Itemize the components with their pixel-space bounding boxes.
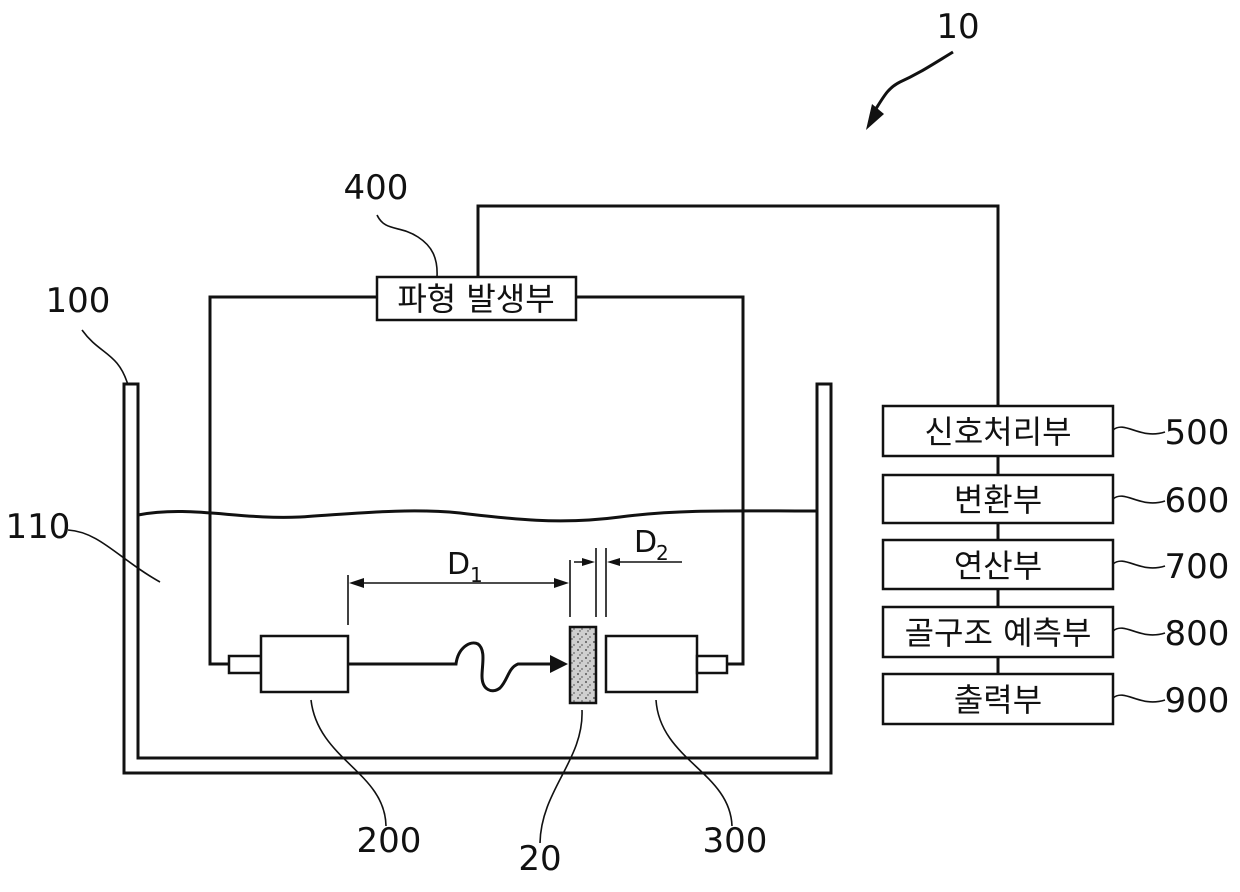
transmitter-body (261, 636, 348, 692)
transmitter-connector (229, 656, 261, 673)
d1-label: D (447, 547, 470, 582)
transmitter-leader (311, 700, 386, 826)
receiver-body (606, 636, 697, 692)
waveform-generator-leader (377, 215, 437, 277)
unit-label: 골구조 예측부 (905, 614, 1092, 652)
unit-ref: 600 (1165, 481, 1230, 521)
water-tank-leader (82, 330, 128, 385)
unit-output: 출력부 900 (883, 674, 1229, 724)
unit-calculator: 연산부 700 (883, 540, 1229, 589)
transmitter-ref: 200 (357, 821, 422, 861)
d2-label: D (634, 525, 657, 560)
water-surface (138, 511, 817, 521)
unit-leader (1113, 427, 1165, 434)
d1-arrow-right (554, 578, 569, 588)
unit-label: 연산부 (954, 547, 1042, 585)
receiver-ref: 300 (703, 821, 768, 861)
figure-ref-label: 10 (936, 7, 979, 47)
unit-converter: 변환부 600 (883, 475, 1229, 523)
d1-subscript: 1 (470, 563, 483, 587)
unit-signal-processor: 신호처리부 500 (883, 406, 1229, 456)
bone-sample (570, 627, 596, 703)
unit-ref: 900 (1165, 681, 1230, 721)
bone-sample-leader (540, 710, 582, 843)
figure-ref-arrowhead (866, 104, 884, 130)
unit-ref: 800 (1165, 614, 1230, 654)
waveform-generator-label: 파형 발생부 (397, 280, 554, 318)
unit-leader (1113, 628, 1165, 635)
water-ref: 110 (6, 507, 71, 547)
unit-bone-structure-predictor: 골구조 예측부 800 (883, 607, 1229, 657)
wire-to-transmitter (210, 297, 377, 664)
unit-ref: 500 (1165, 413, 1230, 453)
bone-sample-ref: 20 (518, 839, 561, 879)
d2-arrow-left (582, 558, 595, 566)
wire-to-receiver (576, 297, 743, 664)
receiver-leader (656, 700, 732, 826)
waveform-generator-ref: 400 (344, 168, 409, 208)
ultrasound-path (348, 643, 552, 691)
water-tank-ref: 100 (46, 281, 111, 321)
unit-label: 변환부 (954, 481, 1042, 519)
d1-arrow-left (349, 578, 364, 588)
ultrasound-arrowhead (550, 655, 568, 673)
receiver-connector (697, 656, 727, 673)
unit-label: 출력부 (954, 681, 1042, 719)
unit-ref: 700 (1165, 547, 1230, 587)
unit-leader (1113, 496, 1165, 503)
unit-leader (1113, 695, 1165, 702)
d2-arrow-right (607, 558, 620, 566)
water-leader (68, 530, 160, 582)
d2-subscript: 2 (656, 541, 669, 565)
figure-ref-leader (874, 52, 953, 112)
unit-leader (1113, 561, 1165, 568)
unit-label: 신호처리부 (924, 413, 1071, 451)
